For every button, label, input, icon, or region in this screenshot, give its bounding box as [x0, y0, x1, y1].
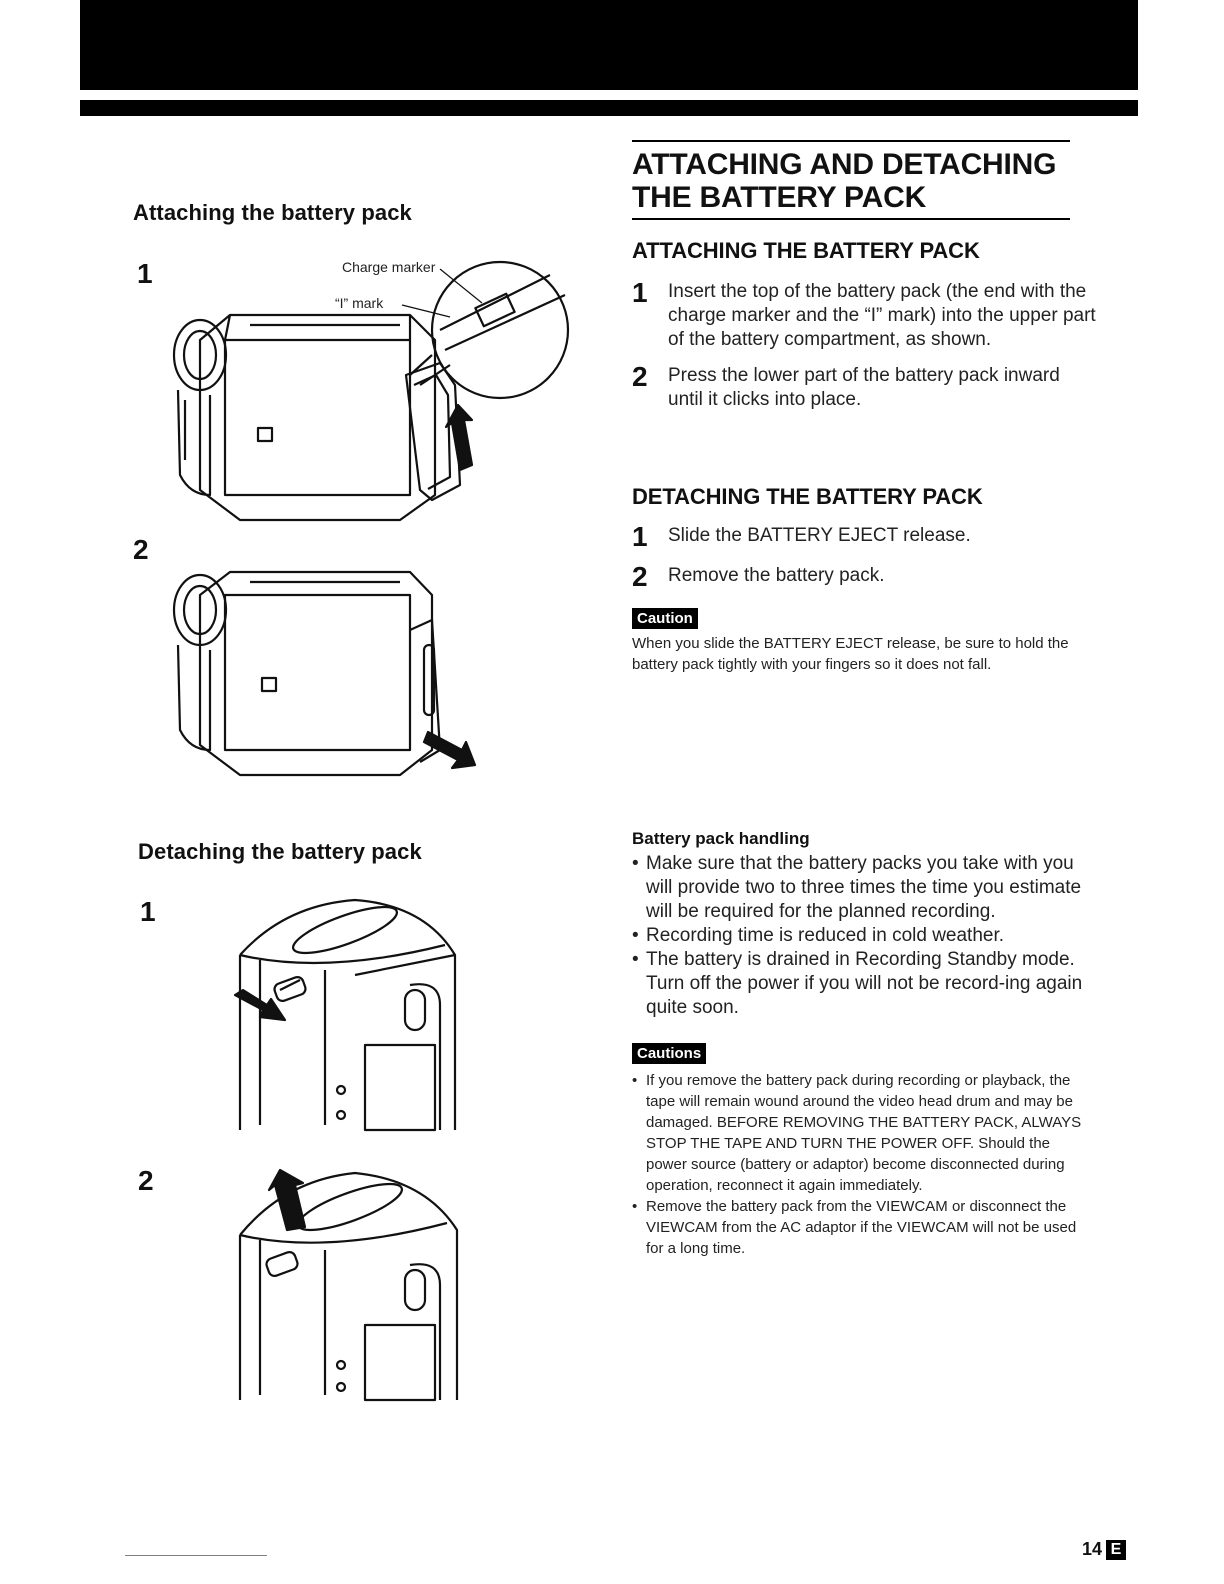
list-item: If you remove the battery pack during re… [632, 1070, 1094, 1196]
detach-section-title: DETACHING THE BATTERY PACK [632, 484, 983, 509]
attach-steps: 1 Insert the top of the battery pack (th… [632, 277, 1102, 412]
detach-step: 1 Slide the BATTERY EJECT release. [632, 521, 1102, 552]
step-text: Press the lower part of the battery pack… [668, 365, 1060, 410]
attach-step: 2 Press the lower part of the battery pa… [632, 361, 1102, 412]
page-number-text: 14 [1081, 1539, 1102, 1559]
cautions-list: If you remove the battery pack during re… [632, 1070, 1094, 1259]
page-title: ATTACHING AND DETACHING THE BATTERY PACK [632, 140, 1070, 220]
list-item: The battery is drained in Recording Stan… [632, 948, 1102, 1020]
cautions-badge: Cautions [632, 1043, 707, 1064]
cautions-block: Cautions [632, 1043, 707, 1064]
step-text: Remove the battery pack. [668, 565, 885, 586]
step-number: 2 [632, 361, 648, 392]
step-text: Insert the top of the battery pack (the … [668, 281, 1096, 350]
step-number: 1 [632, 521, 648, 552]
handling-title: Battery pack handling [632, 829, 810, 848]
footer-line [125, 1555, 267, 1556]
figure-number: 1 [140, 896, 156, 927]
camcorder-detach-step1-figure [233, 898, 457, 1132]
attach-section-title: ATTACHING THE BATTERY PACK [632, 238, 980, 263]
i-mark-callout: “I” mark [335, 295, 384, 311]
handling-list: Make sure that the battery packs you tak… [632, 852, 1102, 1020]
header-rule-bar [80, 100, 1138, 116]
page-title-line-1: ATTACHING AND DETACHING [632, 148, 1057, 181]
detach-figure-heading: Detaching the battery pack [138, 839, 422, 864]
figure-number: 2 [138, 1165, 154, 1196]
header-black-bar [80, 0, 1138, 90]
page-number: 14 E [1082, 1539, 1126, 1560]
list-item: Recording time is reduced in cold weathe… [632, 924, 1102, 948]
page-title-line-2: THE BATTERY PACK [632, 181, 927, 214]
figure-number: 2 [133, 534, 149, 565]
list-item: Make sure that the battery packs you tak… [632, 852, 1102, 924]
list-item: Remove the battery pack from the VIEWCAM… [632, 1196, 1094, 1259]
detach-step: 2 Remove the battery pack. [632, 561, 1102, 592]
caution-badge: Caution [632, 608, 698, 629]
attach-step: 1 Insert the top of the battery pack (th… [632, 277, 1102, 352]
camcorder-attach-step1-figure: Charge marker “I” mark [172, 259, 570, 522]
figure-number: 1 [137, 258, 153, 289]
detach-steps: 1 Slide the BATTERY EJECT release. 2 Rem… [632, 521, 1102, 592]
step-text: Slide the BATTERY EJECT release. [668, 525, 971, 546]
attach-figure-heading: Attaching the battery pack [133, 200, 412, 225]
caution-block: Caution When you slide the BATTERY EJECT… [632, 608, 1092, 675]
caution-text: When you slide the BATTERY EJECT release… [632, 635, 1069, 673]
language-badge: E [1106, 1539, 1126, 1560]
camcorder-detach-step2-figure [238, 1168, 459, 1402]
charge-marker-callout: Charge marker [342, 259, 436, 275]
camcorder-attach-step2-figure [172, 570, 477, 777]
step-number: 2 [632, 561, 648, 592]
step-number: 1 [632, 277, 648, 308]
